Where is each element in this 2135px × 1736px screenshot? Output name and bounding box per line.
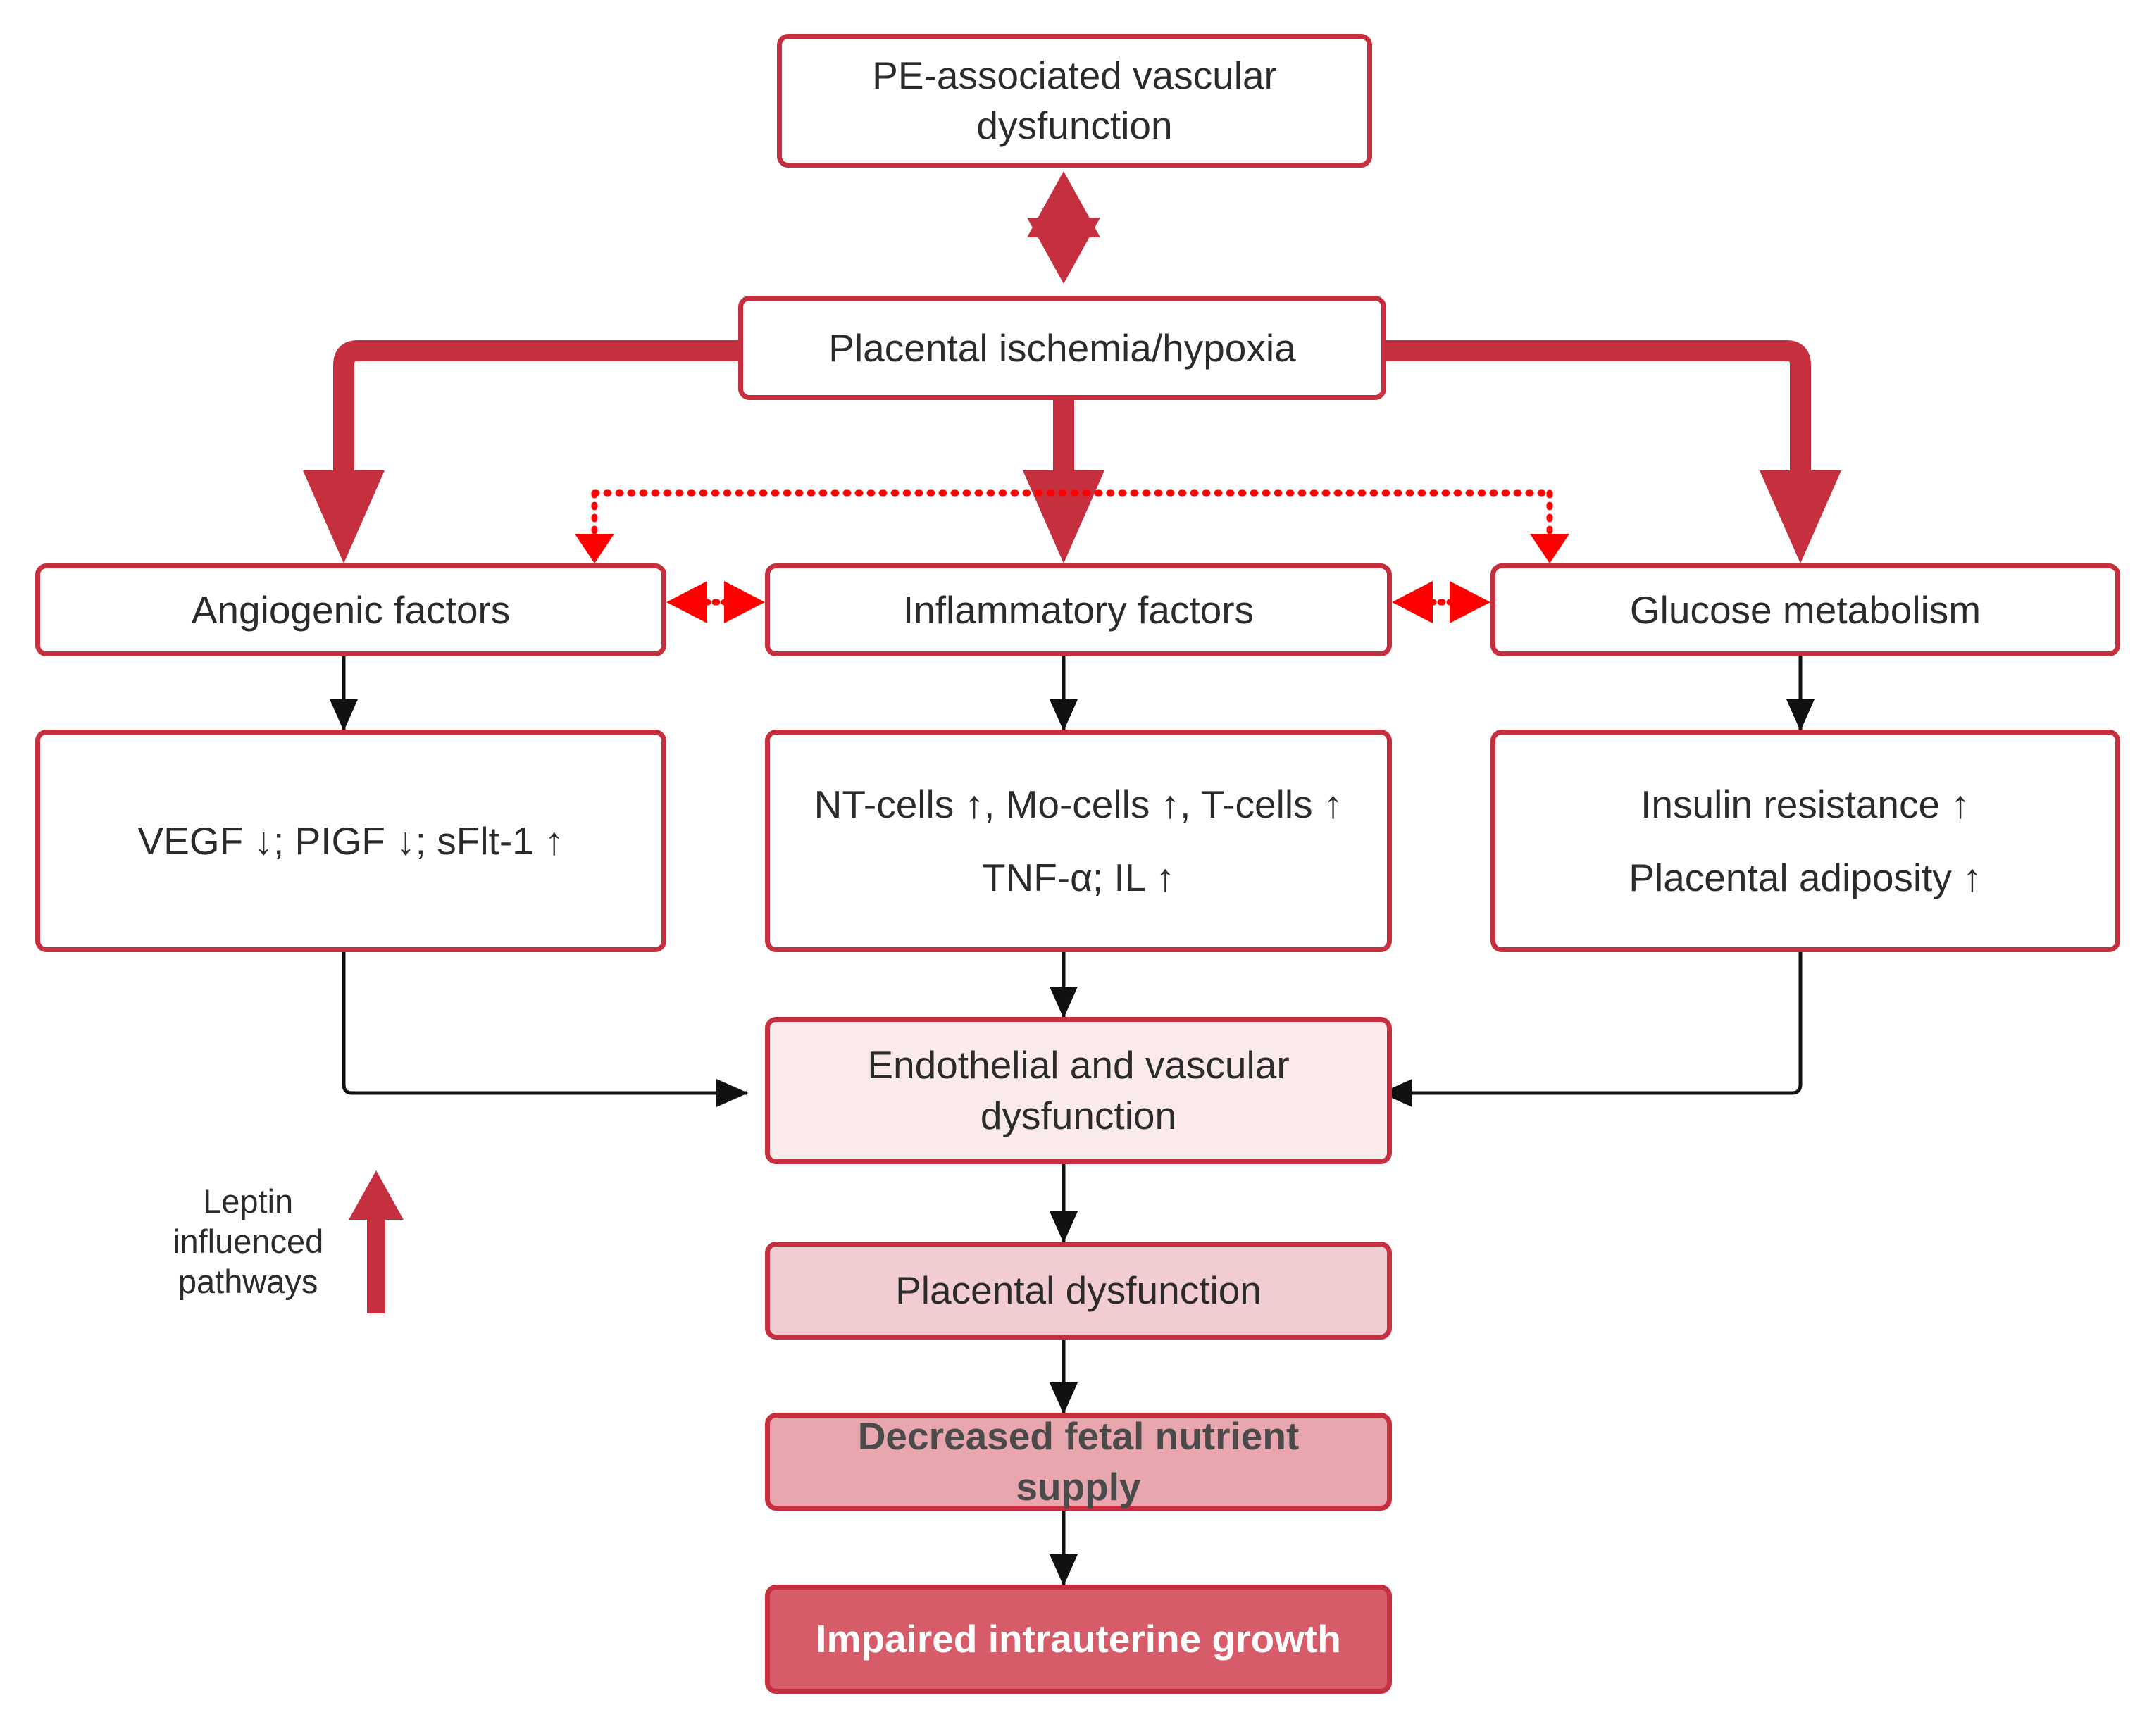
node-label-line2: TNF-α; IL ↑: [981, 856, 1176, 899]
up-arrow-icon: [349, 1170, 404, 1313]
node-angiogenic-factors-detail[interactable]: VEGF ↓; PIGF ↓; sFlt-1 ↑: [35, 730, 666, 952]
edge-ischemia-inflammatory: [1023, 400, 1104, 563]
node-inflammatory-factors-detail[interactable]: NT-cells ↑, Mo-cells ↑, T-cells ↑ TNF-α;…: [765, 730, 1392, 952]
edge-glucosedetail-endothelial: [1381, 952, 1803, 1107]
node-label-line2: dysfunction: [976, 104, 1173, 147]
node-label-line1: Impaired intrauterine growth: [816, 1617, 1341, 1661]
node-label-line1: Angiogenic factors: [191, 587, 511, 632]
edge-ischemia-glucose: [1386, 340, 1841, 563]
node-glucose-metabolism-detail[interactable]: Insulin resistance ↑ Placental adiposity…: [1490, 730, 2120, 952]
node-endothelial-and-vascular-dysfunction[interactable]: Endothelial and vascular dysfunction: [765, 1017, 1392, 1164]
edge-pe-ischemia: [1027, 171, 1100, 284]
node-angiogenic-factors[interactable]: Angiogenic factors: [35, 563, 666, 656]
node-label-line2: Placental adiposity ↑: [1629, 856, 1982, 899]
node-label-line1: Placental dysfunction: [895, 1268, 1262, 1313]
edge-leptin-pathways: [575, 489, 1569, 563]
node-glucose-metabolism[interactable]: Glucose metabolism: [1490, 563, 2120, 656]
edge-ischemia-angiogenic: [303, 340, 738, 563]
legend-leptin-influenced-pathways: Leptin influenced pathways: [173, 1169, 405, 1313]
legend-label: Leptin influenced pathways: [173, 1182, 324, 1301]
node-label-line1: Glucose metabolism: [1629, 587, 1981, 632]
node-label-line1: PE-associated vascular: [872, 53, 1277, 97]
node-placental-dysfunction[interactable]: Placental dysfunction: [765, 1242, 1392, 1340]
node-label-line2: supply: [1016, 1464, 1141, 1509]
node-impaired-intrauterine-growth[interactable]: Impaired intrauterine growth: [765, 1585, 1392, 1694]
node-label-line2: dysfunction: [980, 1093, 1177, 1137]
node-decreased-fetal-nutrient-supply[interactable]: Decreased fetal nutrient supply: [765, 1413, 1392, 1511]
node-label-line1: NT-cells ↑, Mo-cells ↑, T-cells ↑: [814, 782, 1343, 826]
edge-angiogenic-inflammatory: [666, 581, 765, 623]
node-pe-associated-vascular-dysfunction[interactable]: PE-associated vascular dysfunction: [777, 34, 1372, 168]
edge-inflammatory-glucose: [1392, 581, 1490, 623]
node-label-line1: Insulin resistance ↑: [1641, 782, 1970, 826]
node-label-line1: VEGF ↓; PIGF ↓; sFlt-1 ↑: [137, 818, 564, 863]
node-label-line1: Decreased fetal nutrient: [857, 1414, 1300, 1458]
node-label-line1: Endothelial and vascular: [867, 1043, 1290, 1087]
node-label-line1: Inflammatory factors: [902, 587, 1255, 632]
node-placental-ischemia-hypoxia[interactable]: Placental ischemia/hypoxia: [738, 296, 1386, 400]
node-inflammatory-factors[interactable]: Inflammatory factors: [765, 563, 1392, 656]
edge-angiodetail-endothelial: [342, 952, 748, 1107]
node-label-line1: Placental ischemia/hypoxia: [828, 325, 1296, 370]
